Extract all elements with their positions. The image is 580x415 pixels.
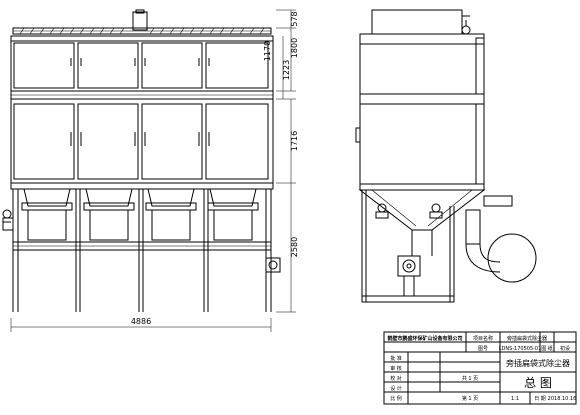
title-sheet-no: 第 1 页 <box>462 395 478 402</box>
front-dimensions <box>10 9 296 332</box>
title-company: 鹤壁市鹏盛环保矿山设备有限公司 <box>387 335 462 342</box>
title-drawing-value: 初设 <box>560 345 570 352</box>
title-block <box>383 331 577 405</box>
front-valve-icon <box>2 209 12 219</box>
dim-mid-1: 1223 <box>282 60 291 80</box>
front-top-inlet <box>132 11 148 31</box>
title-drawing-no: LDNS-170505-01 <box>499 346 542 352</box>
front-lower-doors <box>13 103 269 180</box>
title-product-name: 旁插扁袋式除尘器 <box>506 358 570 368</box>
title-project-label: 项目名称 <box>473 335 493 342</box>
side-gauge-icon <box>461 25 471 35</box>
title-project-value: 旁插扁袋式除尘器 <box>507 335 547 342</box>
title-date-value: 2018.10.16 <box>548 396 577 402</box>
front-hoppers <box>21 188 259 241</box>
side-top-box <box>371 9 463 35</box>
title-drawing-label: 图 纸 <box>541 345 553 352</box>
title-row-0-label: 批 准 <box>390 355 402 362</box>
title-drawing-title: 总 图 <box>524 376 552 390</box>
side-mid-band <box>359 93 485 105</box>
side-top-band <box>359 33 485 45</box>
side-cyclone <box>487 233 537 283</box>
title-date-label: 日 期 <box>534 396 546 402</box>
side-motor <box>397 255 421 277</box>
front-motor <box>265 257 281 273</box>
side-lower-box <box>359 103 485 185</box>
title-scale-label: 比 例 <box>390 395 402 402</box>
title-row-1-label: 审 核 <box>390 365 402 372</box>
title-sheets-total: 共 1 页 <box>462 375 478 382</box>
title-row-3-label: 设 计 <box>390 385 402 392</box>
dim-upper-box: 1170 <box>263 41 272 61</box>
dim-base-height: 2580 <box>290 237 299 257</box>
dim-lower-box: 1716 <box>290 131 299 151</box>
front-upper-doors <box>13 42 269 89</box>
side-upper-box <box>359 43 485 95</box>
dim-mid-2: 1800 <box>290 38 299 58</box>
side-view <box>355 9 537 303</box>
side-outlet-duct <box>483 195 513 207</box>
front-base-beam <box>10 182 274 190</box>
title-row-2-label: 校 对 <box>390 375 402 382</box>
dim-top-section: 578 <box>290 11 299 26</box>
title-scale-value: 1:1 <box>511 396 519 402</box>
title-drawingno-label: 图号 <box>478 346 488 352</box>
front-roof-hatch <box>19 27 265 35</box>
dim-front-width: 4886 <box>131 317 151 326</box>
front-view <box>2 9 281 312</box>
